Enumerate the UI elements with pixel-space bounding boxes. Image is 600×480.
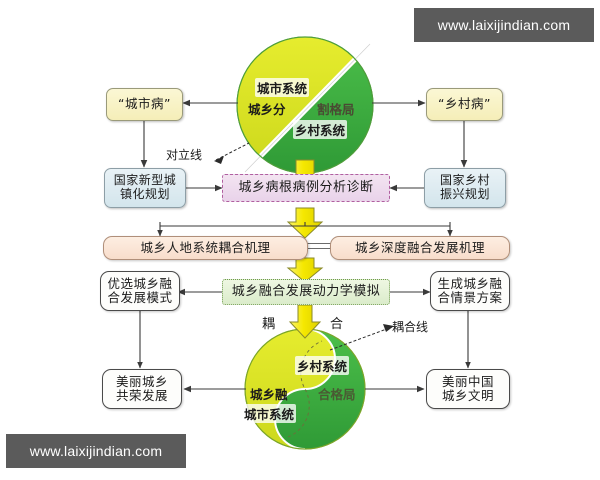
top-circle-urban-label: 城市系统 [255,78,310,97]
top-circle-rural-label: 乡村系统 [293,120,348,139]
top-circle-split-label-right: 割格局 [317,102,355,117]
top-circle-graphic [236,36,374,174]
opposition-line-leader [214,142,250,164]
coupling-line-leader [329,324,394,351]
node-coupling-mechanism[interactable]: 城乡人地系统耦合机理 [103,236,308,260]
node-integration-mechanism-label: 城乡深度融合发展机理 [354,239,485,255]
node-national-urbanization-plan-label: 国家新型城 镇化规划 [113,173,177,201]
node-integration-mechanism[interactable]: 城乡深度融合发展机理 [330,236,510,260]
coupling-line-label: 耦合线 [392,320,429,334]
yellow-arrow-simulation-to-circle [288,304,322,339]
node-diagnosis[interactable]: 城乡病根病例分析诊断 [222,174,390,202]
node-national-rural-plan[interactable]: 国家乡村 振兴规划 [424,168,506,208]
watermark-top: www.laixijindian.com [414,8,594,42]
node-dynamics-simulation[interactable]: 城乡融合发展动力学模拟 [222,279,390,305]
bottom-circle-urban-label: 城市系统 [242,404,297,423]
top-circle-split-label-left: 城乡分 [248,102,286,117]
bottom-circle-split-label-left: 城乡融 [250,387,288,402]
node-beautiful-cityscape-label: 美丽城乡 共荣发展 [115,373,168,403]
node-rural-disease[interactable]: “乡村病” [426,88,503,121]
node-urban-disease-label: “城市病” [118,96,171,112]
node-rural-disease-label: “乡村病” [438,96,491,112]
watermark-bottom: www.laixijindian.com [6,434,186,468]
node-scenario-plan[interactable]: 生成城乡融 合情景方案 [430,271,510,311]
node-national-rural-plan-label: 国家乡村 振兴规划 [439,173,490,201]
node-coupling-mechanism-label: 城乡人地系统耦合机理 [140,239,271,255]
node-beautiful-cityscape[interactable]: 美丽城乡 共荣发展 [102,369,182,409]
bottom-circle-rural-label: 乡村系统 [295,356,350,375]
opposition-line-label: 对立线 [166,148,203,162]
node-scenario-plan-label: 生成城乡融 合情景方案 [437,275,503,305]
node-dynamics-simulation-label: 城乡融合发展动力学模拟 [231,283,381,299]
node-optimal-mode-label: 优选城乡融 合发展模式 [107,275,173,305]
coupling-label-left: 耦 [262,317,276,332]
node-national-urbanization-plan[interactable]: 国家新型城 镇化规划 [104,168,186,208]
connector-lines [137,99,471,393]
node-beautiful-china-label: 美丽中国 城乡文明 [441,373,494,403]
node-diagnosis-label: 城乡病根病例分析诊断 [238,179,374,195]
node-beautiful-china[interactable]: 美丽中国 城乡文明 [426,369,510,409]
coupling-label-right: 合 [330,317,344,332]
bottom-circle-split-label-right: 合格局 [318,387,356,402]
yellow-arrow-mechanism-to-simulation [286,257,324,283]
node-optimal-mode[interactable]: 优选城乡融 合发展模式 [100,271,180,311]
node-urban-disease[interactable]: “城市病” [106,88,183,121]
